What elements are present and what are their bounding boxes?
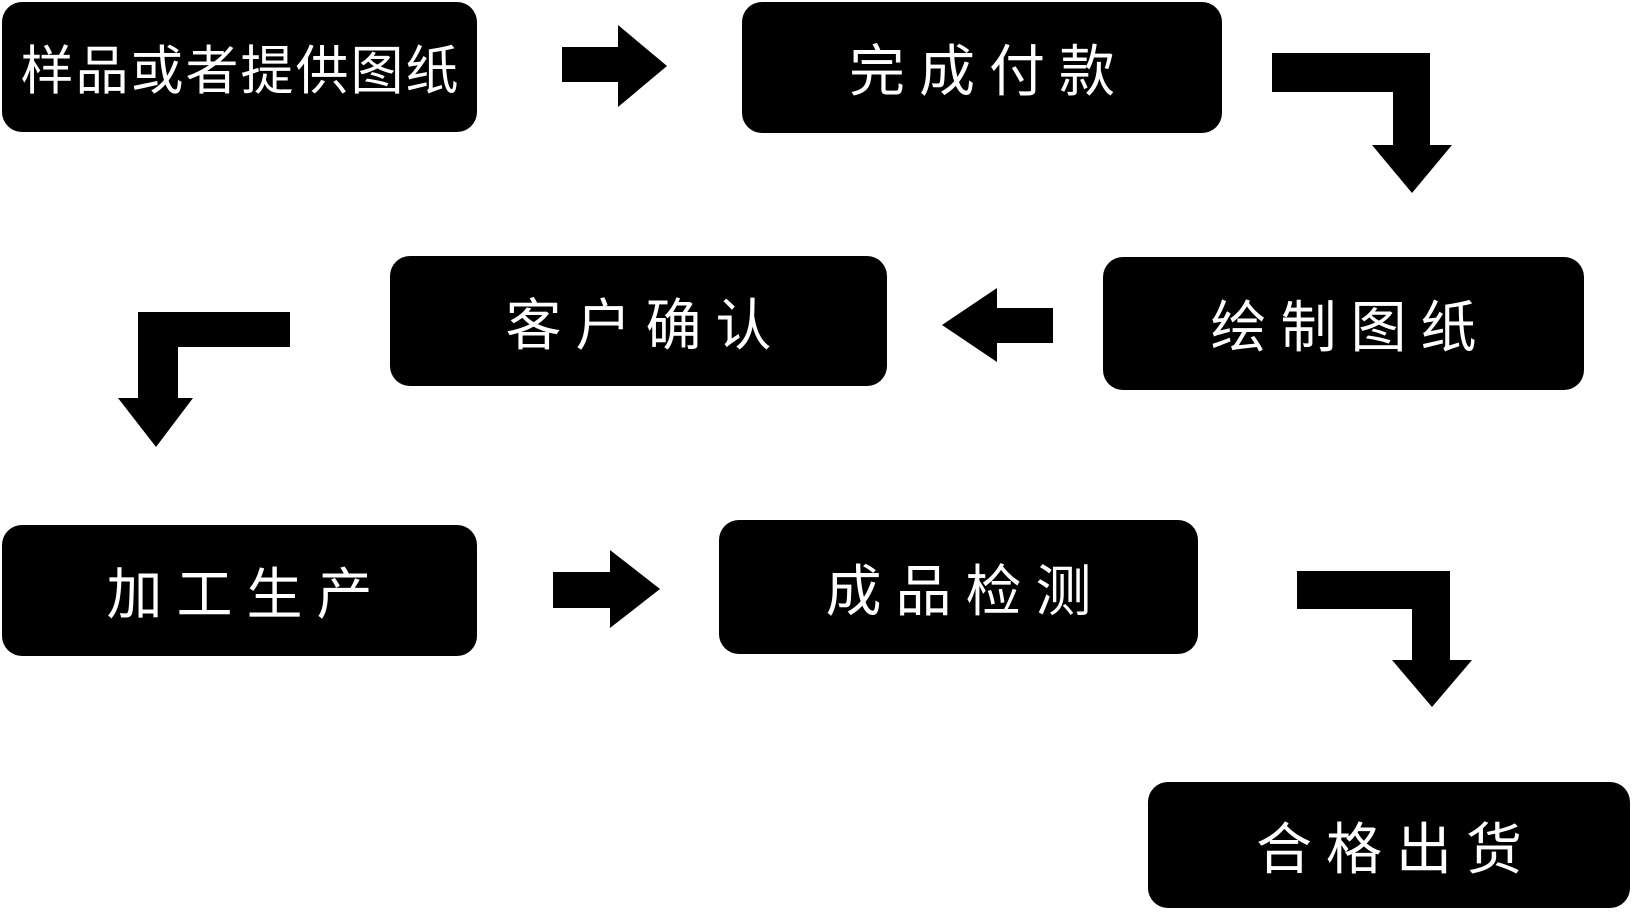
node-label: 成品检测 [825,559,1106,623]
arrow-right-icon [562,25,667,107]
arrow-elbow-down-icon [118,312,290,447]
node-sample-or-provide-drawings: 样品或者提供图纸 [2,2,477,132]
node-label: 样品或者提供图纸 [20,42,461,101]
arrow-right-icon [553,550,660,628]
node-draw-drawings: 绘制图纸 [1103,257,1584,390]
node-finished-product-inspection: 成品检测 [719,520,1198,654]
node-complete-payment: 完成付款 [742,2,1222,133]
arrow-left-icon [942,288,1053,362]
node-processing-production: 加工生产 [2,525,477,656]
arrow-elbow-down-icon [1297,571,1472,707]
node-qualified-shipment: 合格出货 [1148,782,1630,908]
node-label: 客户确认 [505,293,786,357]
arrow-elbow-down-icon [1272,53,1452,193]
node-label: 加工生产 [106,563,387,626]
node-label: 绘制图纸 [1210,296,1491,359]
node-label: 合格出货 [1256,817,1536,881]
node-customer-confirmation: 客户确认 [390,256,887,386]
node-label: 完成付款 [849,40,1129,103]
